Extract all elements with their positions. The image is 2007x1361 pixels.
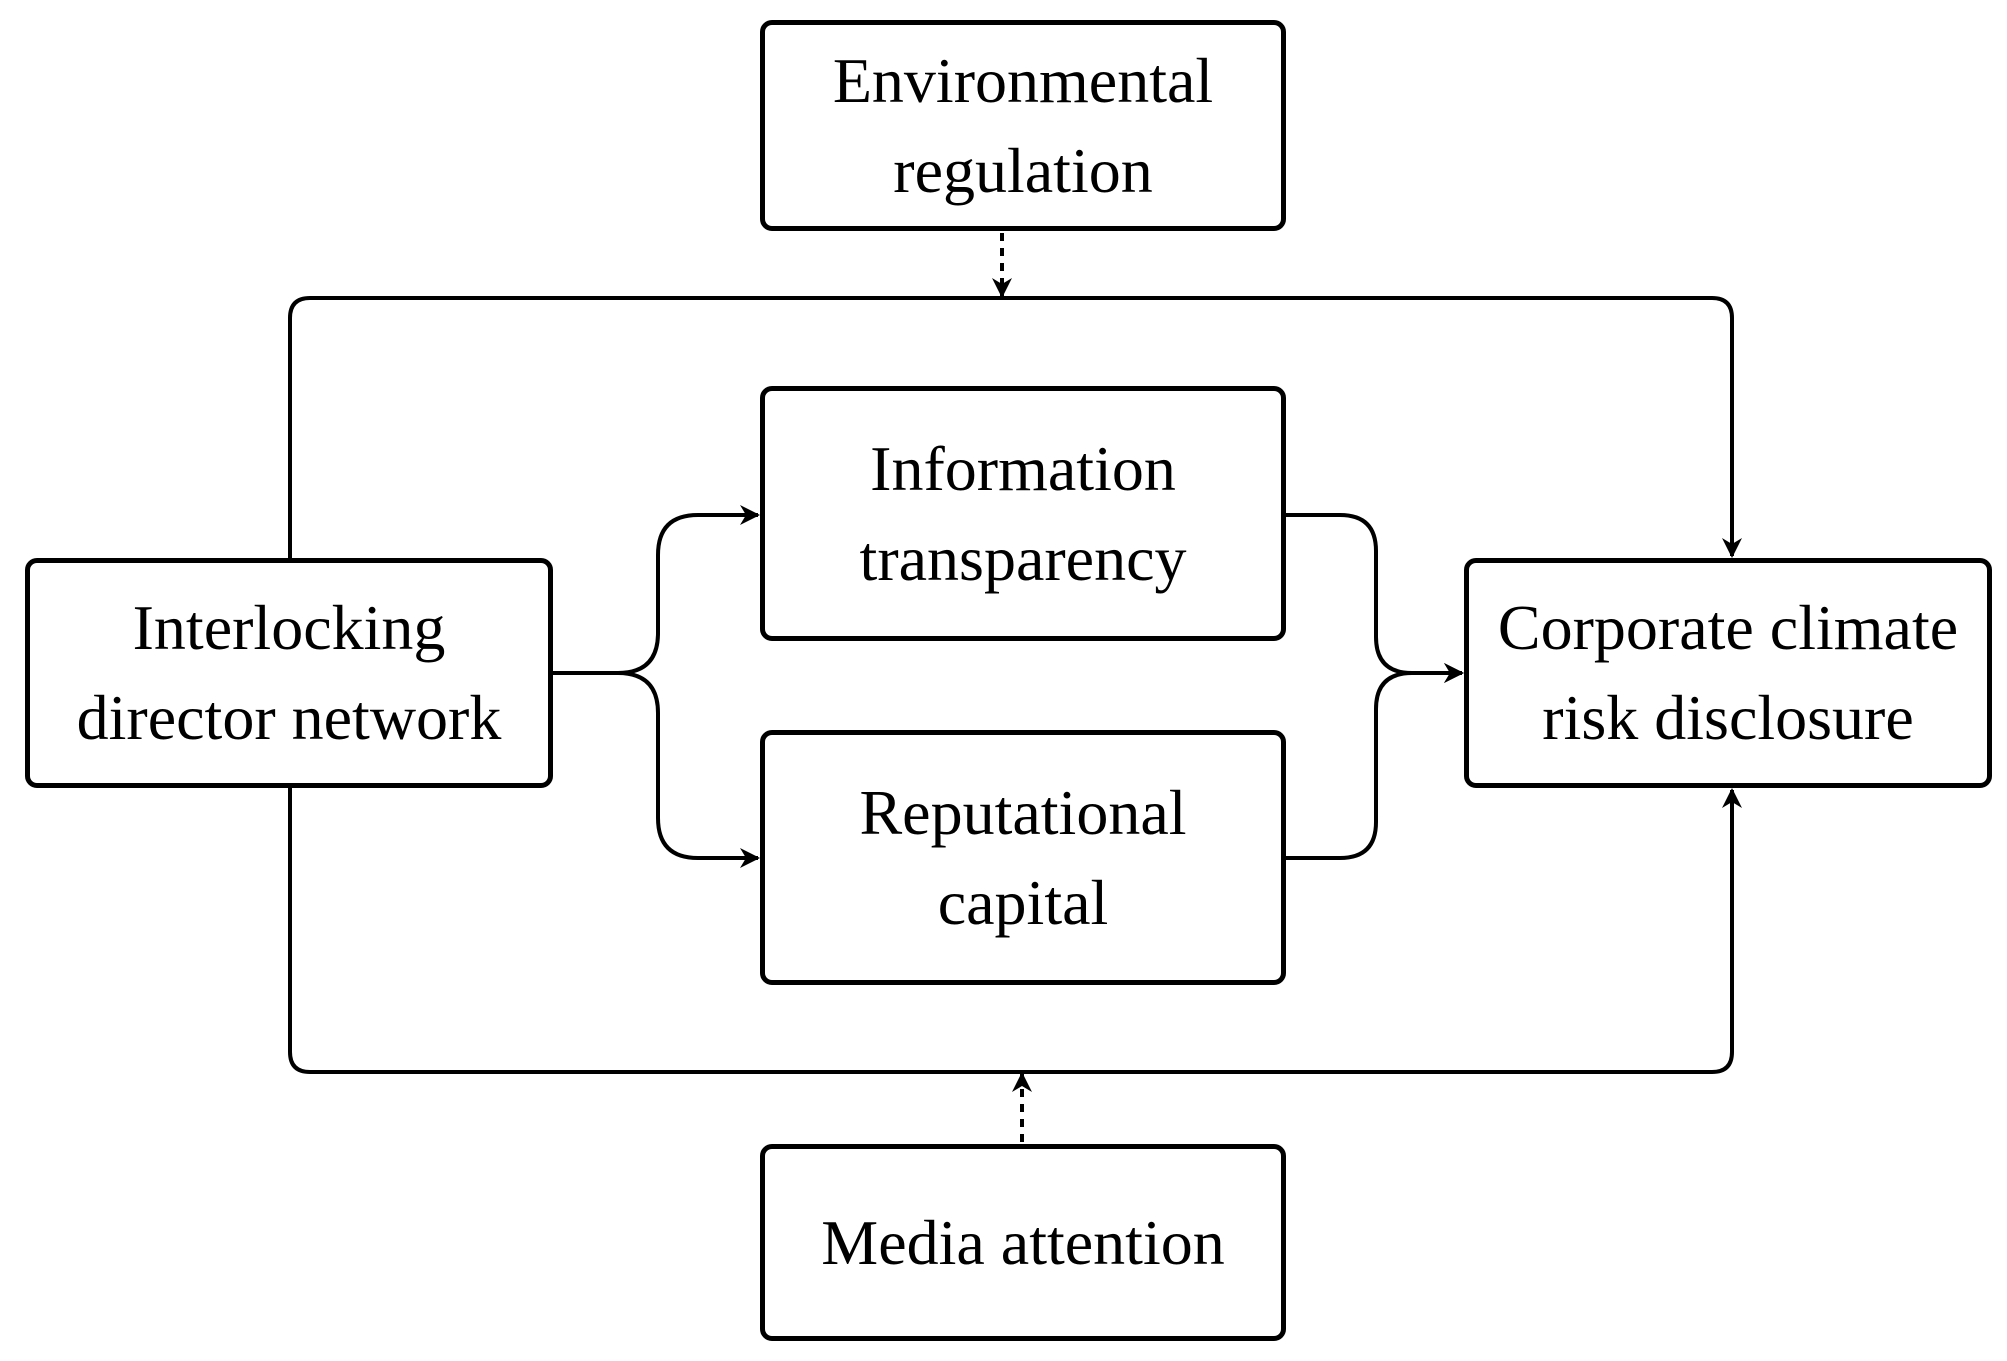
edge-interlocking-to-information	[553, 505, 760, 675]
media-attention-box: Media attention	[760, 1144, 1286, 1341]
reputational-capital-box: Reputational capital	[760, 730, 1286, 985]
interlocking-director-network-label: Interlocking director network	[76, 592, 502, 753]
interlocking-director-network-box: Interlocking director network	[25, 558, 553, 788]
edge-bottom-loop	[288, 788, 1742, 1074]
environmental-regulation-box: Environmental regulation	[760, 20, 1286, 231]
reputational-capital-label: Reputational capital	[859, 776, 1187, 938]
corporate-climate-risk-disclosure-label: Corporate climate risk disclosure	[1497, 592, 1959, 753]
edge-information-to-corporate	[1286, 513, 1464, 683]
environmental-regulation-label: Environmental regulation	[832, 44, 1214, 206]
media-attention-label: Media attention	[821, 1206, 1225, 1278]
edge-reputational-to-corporate	[1286, 663, 1464, 860]
corporate-climate-risk-disclosure-box: Corporate climate risk disclosure	[1464, 558, 1992, 788]
edge-top-loop	[288, 296, 1742, 558]
information-transparency-box: Information transparency	[760, 386, 1286, 641]
edge-interlocking-to-reputational	[553, 671, 760, 868]
information-transparency-label: Information transparency	[859, 432, 1187, 594]
